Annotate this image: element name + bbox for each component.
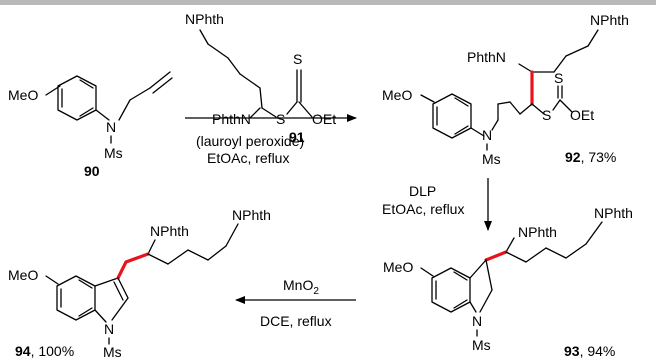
methoxy-label: MeO: [382, 87, 412, 103]
methoxy-label: MeO: [383, 259, 413, 275]
phthalimide-label: NPhth: [150, 223, 189, 239]
phthalimide-label: PhthN: [467, 49, 506, 65]
nitrogen-label: N: [472, 313, 482, 329]
methoxy-label: MeO: [8, 267, 38, 283]
mesyl-label: Ms: [104, 145, 123, 161]
nitrogen-label: N: [106, 119, 116, 135]
condition-step1-line1: (lauroyl peroxide): [196, 133, 304, 149]
mesyl-label: Ms: [482, 151, 501, 167]
condition-step3-line2: DCE, reflux: [260, 313, 332, 329]
mesyl-label: Ms: [472, 337, 491, 353]
compound-label: 92, 73%: [565, 149, 616, 165]
condition-step2-line1: DLP: [409, 183, 436, 199]
condition-step3-reagent: MnO2: [283, 277, 319, 297]
nitrogen-label: N: [482, 127, 492, 143]
phthalimide-label: NPhth: [232, 207, 271, 223]
phthalimide-label: NPhth: [185, 11, 224, 27]
condition-step1-line2: EtOAc, reflux: [207, 150, 289, 166]
compound-93: NPhth NPhth MeO N Ms 93, 94%: [383, 205, 633, 359]
nitrogen-label: N: [104, 321, 114, 337]
sulfur-label: S: [542, 107, 551, 123]
top-bar: [0, 0, 656, 5]
compound-label: 93, 94%: [564, 343, 615, 359]
ethoxy-label: OEt: [312, 111, 336, 127]
mesyl-label: Ms: [103, 344, 122, 360]
compound-90: MeO N Ms 90: [8, 71, 173, 179]
compound-91: NPhth PhthN S S OEt 91: [185, 11, 336, 145]
phthalimide-label: NPhth: [594, 205, 633, 221]
condition-step2-line2: EtOAc, reflux: [382, 201, 464, 217]
compound-number: 91: [289, 129, 305, 145]
thione-sulfur-label: S: [293, 51, 302, 67]
compound-94: NPhth NPhth MeO N Ms 94, 100%: [8, 207, 271, 360]
compound-number: 90: [84, 163, 100, 179]
phthalimide-label: PhthN: [212, 111, 251, 127]
ethoxy-label: OEt: [570, 107, 594, 123]
sulfur-label: S: [276, 111, 285, 127]
phthalimide-label: NPhth: [518, 224, 557, 240]
compound-label: 94, 100%: [15, 343, 74, 359]
thione-sulfur-label: S: [554, 70, 563, 86]
phthalimide-label: NPhth: [590, 12, 629, 28]
methoxy-label: MeO: [8, 87, 38, 103]
compound-92: NPhth PhthN S S OEt MeO N Ms 92, 73%: [382, 12, 629, 167]
